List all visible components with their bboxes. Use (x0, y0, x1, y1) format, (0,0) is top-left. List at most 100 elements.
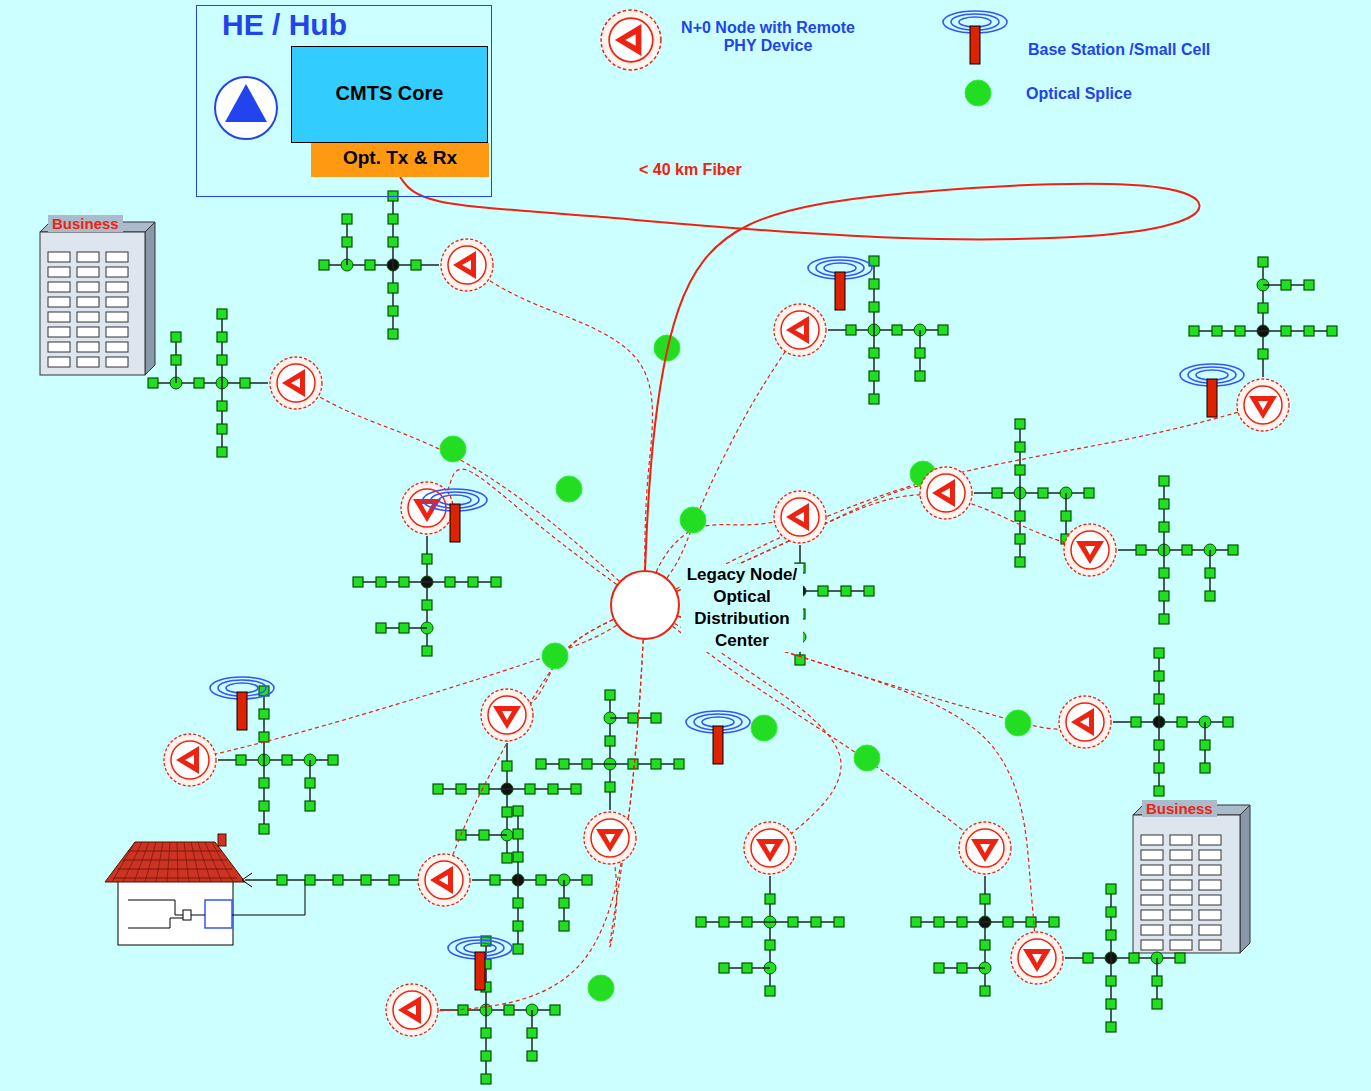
tap-square (365, 260, 375, 270)
tap-square (282, 755, 292, 765)
tap-square (864, 586, 874, 596)
house-illustration (105, 834, 305, 945)
tap-square (765, 986, 775, 996)
tap-square (934, 917, 944, 927)
tap-square (502, 807, 512, 817)
tap-square (468, 577, 478, 587)
tap-square (277, 875, 287, 885)
rpd-node-symbol (584, 812, 636, 864)
rpd-node-symbol (481, 689, 533, 741)
tap-square (490, 875, 500, 885)
tap-square (1258, 349, 1268, 359)
tap-square (240, 378, 250, 388)
legend-text: Base Station /Small Cell (1028, 41, 1268, 59)
legend-entry: N+0 Node with Remote PHY Device (668, 19, 878, 55)
tap-square (582, 875, 592, 885)
tap-square (869, 371, 879, 381)
legacy-node: Legacy Node/ Optical Distribution Center (611, 562, 811, 654)
tap-square (1281, 280, 1291, 290)
tap-square (491, 577, 501, 587)
legend-text: Optical Splice (1026, 85, 1176, 103)
tap-square (696, 917, 706, 927)
tap-square (388, 237, 398, 247)
tap-square (259, 778, 269, 788)
tap-square (422, 554, 432, 564)
tap-square (504, 1005, 514, 1015)
tap-square (1129, 953, 1139, 963)
tap-square (915, 371, 925, 381)
tap-square (834, 917, 844, 927)
tap-square (719, 963, 729, 973)
tap-square (1026, 917, 1036, 927)
tap-square (361, 875, 371, 885)
tap-square (628, 713, 638, 723)
tap-square (628, 759, 638, 769)
tap-square (1159, 499, 1169, 509)
tap-square (957, 917, 967, 927)
tap-square (1015, 419, 1025, 429)
tap-square (1258, 257, 1268, 267)
tap-square (1154, 740, 1164, 750)
tap-square (259, 824, 269, 834)
rpd-node-symbol (1064, 524, 1116, 576)
rpd-node-symbol (1237, 379, 1289, 431)
rpd-node-symbol (601, 10, 661, 70)
tap-square (915, 348, 925, 358)
tap-square (1015, 534, 1025, 544)
optical-tx-rx-box: Opt. Tx & Rx (311, 143, 489, 177)
tap-square (1182, 545, 1192, 555)
tap-square (1136, 545, 1146, 555)
tap-square (217, 355, 227, 365)
optical-splice (854, 745, 880, 771)
tap-square (513, 898, 523, 908)
tap-square (1223, 717, 1233, 727)
tap-square (1015, 511, 1025, 521)
coax-plant (148, 191, 1337, 1084)
legend-entry: Optical Splice (1026, 85, 1176, 103)
tap-square (399, 623, 409, 633)
tap-square (818, 586, 828, 596)
small-cell-symbol (1180, 364, 1244, 417)
legend-swatch (943, 11, 1007, 64)
fiber-drop (444, 605, 645, 880)
tap-square (1159, 522, 1169, 532)
tap-square (651, 713, 661, 723)
tap-square (217, 424, 227, 434)
small-cell-symbol (686, 711, 750, 764)
tap-square (992, 488, 1002, 498)
tap-square (305, 801, 315, 811)
business-building (1133, 805, 1250, 953)
tap-square (1159, 568, 1169, 578)
tap-square (869, 348, 879, 358)
tap-square (1106, 976, 1116, 986)
tap-square (1106, 930, 1116, 940)
tap-square (548, 784, 558, 794)
legend-text: N+0 Node with Remote PHY Device (668, 19, 868, 55)
tap-square (433, 784, 443, 794)
tap-square (1189, 326, 1199, 336)
tap-square (1200, 763, 1210, 773)
tap-square (479, 830, 489, 840)
tap-square (148, 378, 158, 388)
rpd-node-symbol (959, 822, 1011, 874)
tap-square (980, 940, 990, 950)
tap-square (1258, 303, 1268, 313)
fiber-drop (190, 605, 645, 760)
tap-square (559, 759, 569, 769)
tap-square (527, 1051, 537, 1061)
legend-swatch (965, 80, 991, 106)
optical-splice (751, 715, 777, 741)
tap-square (1038, 488, 1048, 498)
optical-distribution-center (611, 571, 679, 639)
optical-splice (588, 975, 614, 1001)
fiber-trunk (400, 177, 1199, 571)
building-label: Business (1142, 800, 1217, 817)
tap-square (788, 917, 798, 927)
tap-square (388, 306, 398, 316)
tap-square (411, 260, 421, 270)
tap-square (980, 986, 990, 996)
cmts-core-box: CMTS Core (291, 46, 488, 143)
tap-square (674, 759, 684, 769)
tap-square (217, 401, 227, 411)
tap-square (376, 623, 386, 633)
